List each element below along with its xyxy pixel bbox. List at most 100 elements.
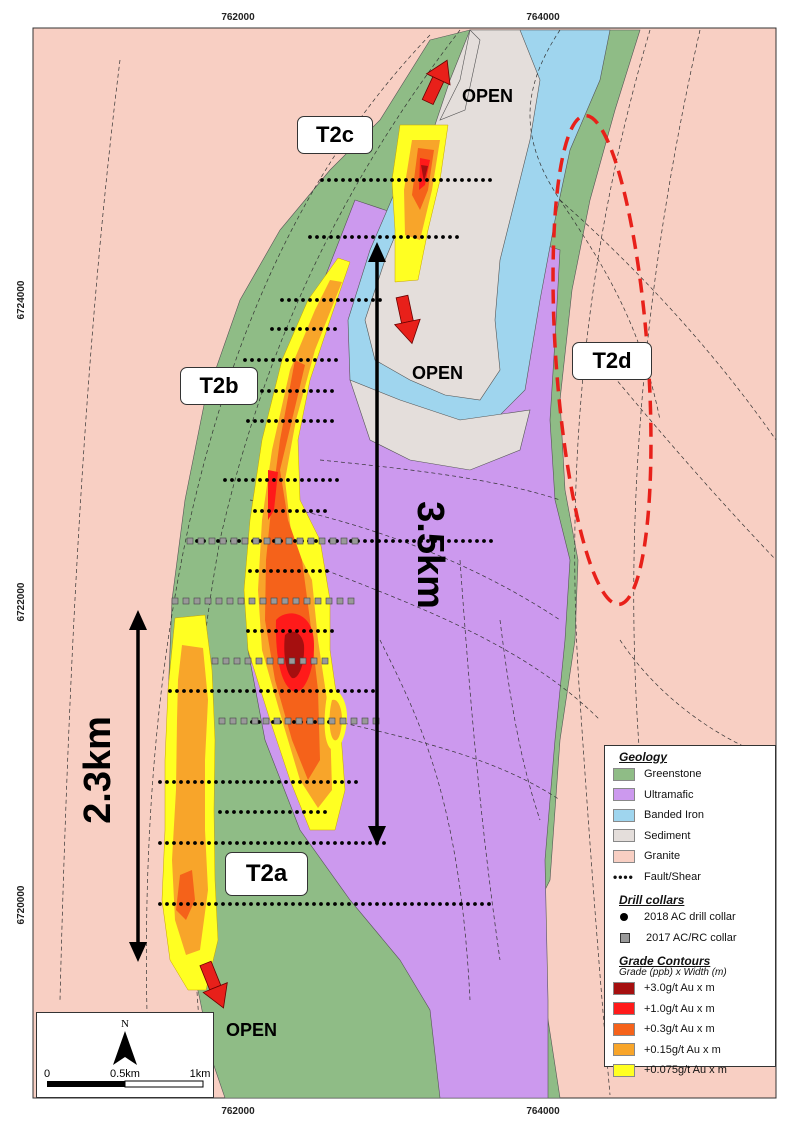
collar-dot: [314, 539, 318, 543]
collar-dot: [274, 389, 278, 393]
collar-dot: [333, 902, 337, 906]
collar-dot: [281, 419, 285, 423]
collar-dot: [392, 235, 396, 239]
collar-dot: [285, 358, 289, 362]
collar-dot: [306, 358, 310, 362]
collar-square: [270, 597, 278, 605]
legend-label: Ultramafic: [644, 788, 694, 801]
collar-dot: [290, 569, 294, 573]
collar-dot: [299, 358, 303, 362]
collar-dot: [347, 902, 351, 906]
collar-dot: [327, 358, 331, 362]
coord-left-6722000: 6722000: [16, 582, 27, 621]
collar-dot: [297, 569, 301, 573]
collar-dot: [354, 780, 358, 784]
collar-square: [241, 537, 249, 545]
collar-dot: [165, 841, 169, 845]
collar-dot: [263, 780, 267, 784]
collar-dot: [288, 419, 292, 423]
collar-dot: [361, 841, 365, 845]
legend-label: Greenstone: [644, 768, 702, 781]
collar-square: [292, 597, 300, 605]
collar-square: [197, 537, 205, 545]
collar-square: [219, 537, 227, 545]
collar-dot: [210, 689, 214, 693]
legend-label: Sediment: [644, 829, 691, 842]
collar-dot: [292, 720, 296, 724]
legend-label: +0.3g/t Au x m: [644, 1023, 715, 1036]
collar-dot: [267, 389, 271, 393]
collar-square: [193, 597, 201, 605]
collar-dot: [403, 902, 407, 906]
collar-square: [277, 657, 285, 665]
collar-dot: [427, 235, 431, 239]
collar-dot: [295, 419, 299, 423]
collar-dot: [274, 419, 278, 423]
collar-dot: [445, 902, 449, 906]
collar-dot: [308, 689, 312, 693]
collar-square: [244, 657, 252, 665]
coord-bottom-764000: 764000: [526, 1106, 560, 1117]
collar-dot: [340, 841, 344, 845]
collar-dot: [384, 539, 388, 543]
collar-dot: [182, 689, 186, 693]
collar-dot: [302, 509, 306, 513]
collar-dot: [295, 389, 299, 393]
collar-dot: [453, 178, 457, 182]
collar-dot: [446, 178, 450, 182]
collar-dot: [266, 689, 270, 693]
collar-dot: [301, 689, 305, 693]
collar-dot: [382, 841, 386, 845]
collar-dot: [319, 327, 323, 331]
collar-dot: [327, 178, 331, 182]
collar-square: [266, 657, 274, 665]
collar-dot: [432, 178, 436, 182]
collar-dot: [165, 902, 169, 906]
legend-item-collar-2018: 2018 AC drill collar: [605, 907, 775, 928]
collar-dot: [228, 780, 232, 784]
collar-square: [325, 597, 333, 605]
collar-dot: [267, 509, 271, 513]
collar-square: [321, 657, 329, 665]
collar-dot: [308, 298, 312, 302]
collar-square: [310, 657, 318, 665]
collar-dot: [302, 389, 306, 393]
collar-dot: [158, 841, 162, 845]
collar-dot: [252, 689, 256, 693]
collar-square: [255, 657, 263, 665]
collar-dot: [413, 235, 417, 239]
collar-dot: [280, 298, 284, 302]
collar-dot: [175, 689, 179, 693]
collar-square: [340, 537, 348, 545]
collar-dot: [357, 689, 361, 693]
collar-square: [317, 717, 325, 725]
collar-dot: [364, 689, 368, 693]
collar-dot: [309, 389, 313, 393]
collar-dot: [270, 327, 274, 331]
legend-collars-title: Drill collars: [619, 893, 685, 907]
collar-dot: [382, 902, 386, 906]
collar-dot: [348, 178, 352, 182]
open-label-south: OPEN: [226, 1020, 278, 1040]
collar-dot: [200, 902, 204, 906]
collar-square: [252, 537, 260, 545]
collar-dot: [253, 810, 257, 814]
collar-dot: [340, 902, 344, 906]
collar-dot: [448, 235, 452, 239]
collar-dot: [475, 539, 479, 543]
collar-dot: [312, 327, 316, 331]
collar-square: [240, 717, 248, 725]
collar-dot: [350, 235, 354, 239]
collar-dot: [271, 358, 275, 362]
legend-item-grade-0-15: +0.15g/t Au x m: [605, 1040, 775, 1061]
collar-dot: [390, 178, 394, 182]
target-label-t2a: T2a: [225, 852, 308, 896]
collar-dot: [425, 178, 429, 182]
collar-dot: [439, 178, 443, 182]
collar-dot: [357, 298, 361, 302]
collar-dot: [318, 569, 322, 573]
collar-dot: [412, 539, 416, 543]
collar-dot: [186, 902, 190, 906]
swatch-banded-iron: [613, 808, 635, 822]
collar-dot: [347, 841, 351, 845]
